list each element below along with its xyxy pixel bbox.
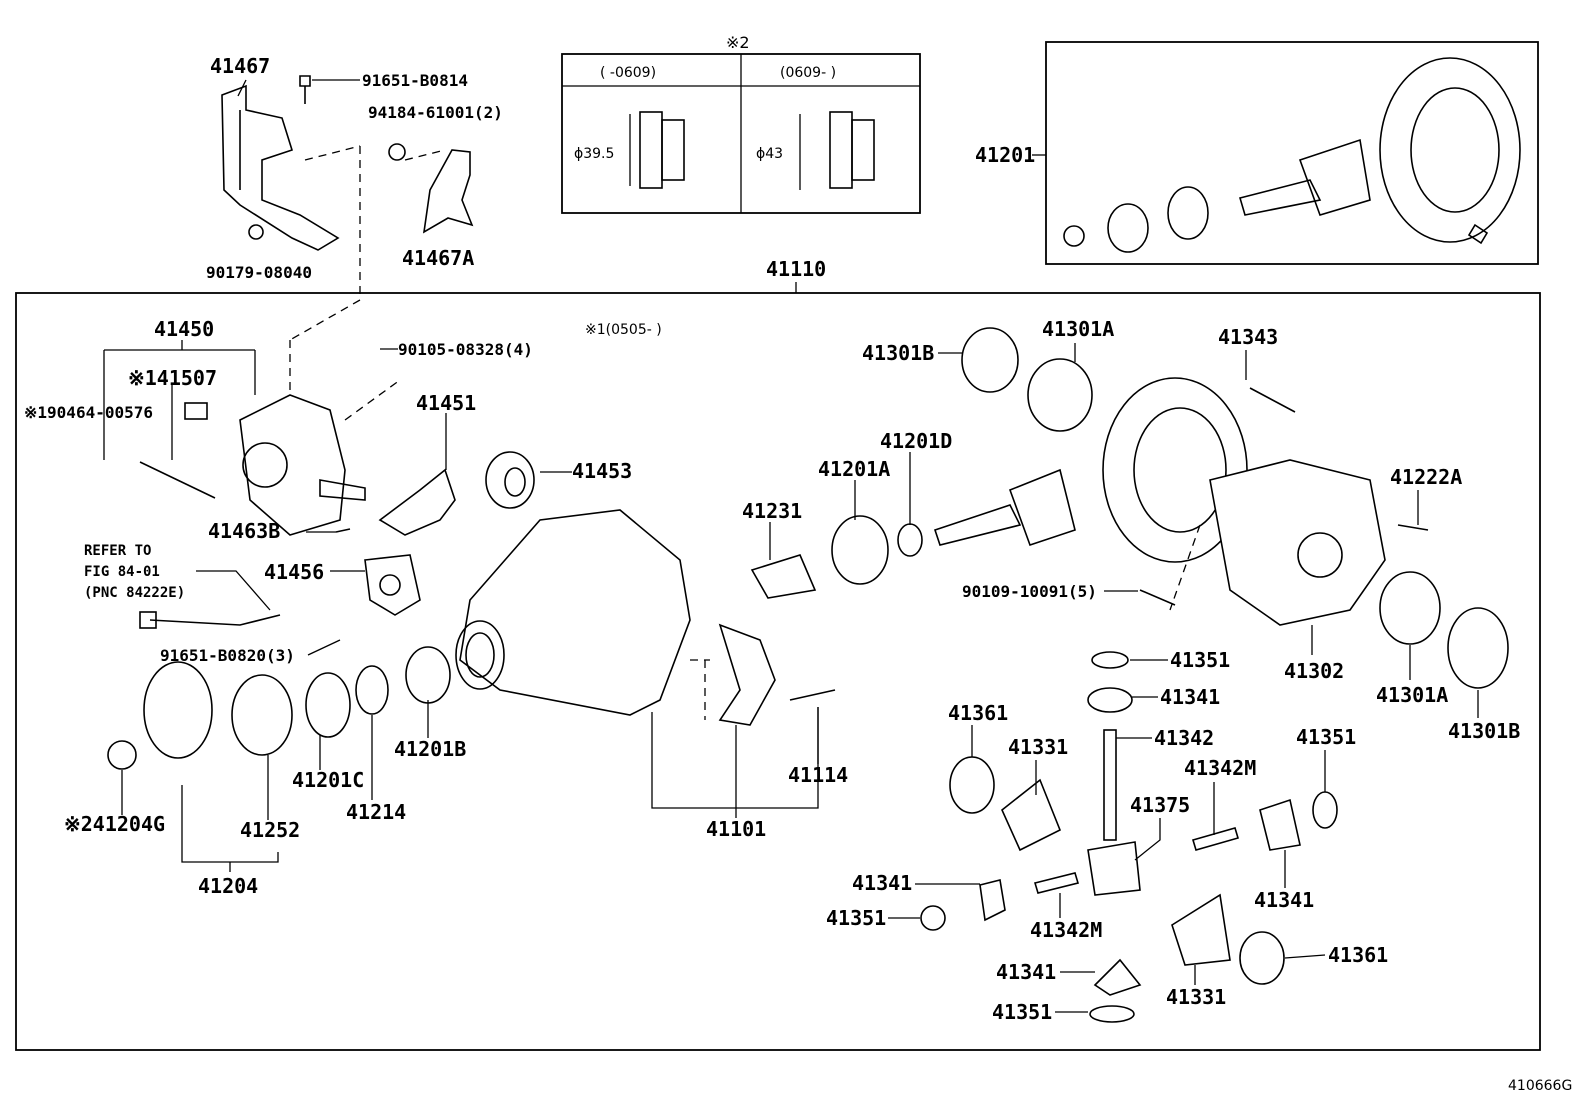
label-41343: 41343 — [1218, 325, 1278, 349]
label-90105-08328: 90105-08328(4) — [398, 340, 533, 359]
part-labels: 41467 91651-B0814 94184-61001(2) 90179-0… — [24, 54, 1520, 1024]
inset-dim-left: ϕ39.5 — [574, 146, 614, 162]
label-41301A-a: 41301A — [1042, 317, 1114, 341]
label-41214: 41214 — [346, 800, 406, 824]
label-41204G: ※241204G — [64, 812, 165, 836]
label-41231: 41231 — [742, 499, 802, 523]
label-41331-b: 41331 — [1166, 985, 1226, 1009]
label-41453: 41453 — [572, 459, 632, 483]
refer-to-line-2: FIG 84-01 — [84, 564, 160, 580]
actuator-41450-shape — [139, 379, 401, 536]
label-41450: 41450 — [154, 317, 214, 341]
bearing-right-shape — [799, 111, 875, 190]
label-41342M-a: 41342M — [1184, 756, 1256, 780]
refer-to-line-1: REFER TO — [84, 543, 151, 559]
sleeve-41453-shape — [485, 451, 535, 509]
label-41342M-b: 41342M — [1030, 918, 1102, 942]
shift-fork-41451-shape — [335, 468, 456, 536]
label-41331-a: 41331 — [1008, 735, 1068, 759]
label-41201D: 41201D — [880, 429, 952, 453]
label-41456: 41456 — [264, 560, 324, 584]
inset-col-left: ( -0609) — [600, 65, 656, 81]
label-41204: 41204 — [198, 874, 258, 898]
label-94184-61001: 94184-61001(2) — [368, 103, 503, 122]
sensor-41456-shape — [139, 554, 421, 629]
bearing-left-shape — [629, 111, 685, 189]
ring-pinion-inset-box — [1045, 41, 1539, 265]
refer-to-note: REFER TO FIG 84-01 (PNC 84222E) — [84, 543, 185, 601]
inset-header-texts: ※2 ( -0609) (0609- ) ϕ39.5 ϕ43 — [574, 33, 836, 162]
label-41467A: 41467A — [402, 246, 474, 270]
label-41341-a: 41341 — [1160, 685, 1220, 709]
label-41507: ※141507 — [128, 366, 217, 390]
pinion-bearings-row — [107, 646, 451, 770]
label-41351-d: 41351 — [992, 1000, 1052, 1024]
label-41341-c: 41341 — [1254, 888, 1314, 912]
label-41101: 41101 — [706, 817, 766, 841]
bracket-41467A-shape — [388, 143, 474, 234]
label-41467: 41467 — [210, 54, 270, 78]
label-41201C: 41201C — [292, 768, 364, 792]
label-41110: 41110 — [766, 257, 826, 281]
label-41351-c: 41351 — [826, 906, 886, 930]
label-41301B-a: 41301B — [862, 341, 934, 365]
label-41361-a: 41361 — [948, 701, 1008, 725]
label-41302: 41302 — [1284, 659, 1344, 683]
diff-gears-shapes — [920, 651, 1338, 1023]
main-assembly-frame — [15, 292, 1541, 1051]
label-90109-10091: 90109-10091(5) — [962, 582, 1097, 601]
inset-col-right: (0609- ) — [780, 65, 836, 81]
ring-gear-case-shapes — [961, 327, 1509, 689]
inset-dim-right: ϕ43 — [756, 146, 783, 162]
label-41252: 41252 — [240, 818, 300, 842]
label-41463B: 41463B — [208, 519, 280, 543]
label-41351-a: 41351 — [1170, 648, 1230, 672]
label-41114: 41114 — [788, 763, 848, 787]
label-91651-B0820: 91651-B0820(3) — [160, 646, 295, 665]
label-41451: 41451 — [416, 391, 476, 415]
bearing-cap-41101-shape — [690, 623, 836, 726]
diagram-code: 410666G — [1508, 1078, 1572, 1094]
label-41201: 41201 — [975, 143, 1035, 167]
label-41201A-a: 41201A — [818, 457, 890, 481]
label-41301B-b: 41301B — [1448, 719, 1520, 743]
label-90179-08040: 90179-08040 — [206, 263, 312, 282]
label-41201B: 41201B — [394, 737, 466, 761]
label-41222A: 41222A — [1390, 465, 1462, 489]
pinion-group-shapes — [750, 468, 1076, 599]
ring-pinion-inset-parts — [1063, 57, 1521, 253]
label-41301A-b: 41301A — [1376, 683, 1448, 707]
label-41351-b: 41351 — [1296, 725, 1356, 749]
bearing-size-inset — [561, 53, 921, 214]
bracket-41467-shape — [221, 75, 361, 390]
refer-to-line-3: (PNC 84222E) — [84, 585, 185, 601]
label-41341-b: 41341 — [852, 871, 912, 895]
label-41361-b: 41361 — [1328, 943, 1388, 967]
leader-lines — [103, 79, 1479, 1013]
label-41341-d: 41341 — [996, 960, 1056, 984]
label-90464-00576: ※190464-00576 — [24, 403, 153, 422]
carrier-41110-shape — [455, 509, 691, 716]
label-91651-B0814: 91651-B0814 — [362, 71, 468, 90]
label-41342: 41342 — [1154, 726, 1214, 750]
inset-marker: ※2 — [726, 33, 750, 52]
note-1: ※1(0505- ) — [585, 322, 662, 338]
label-41375: 41375 — [1130, 793, 1190, 817]
